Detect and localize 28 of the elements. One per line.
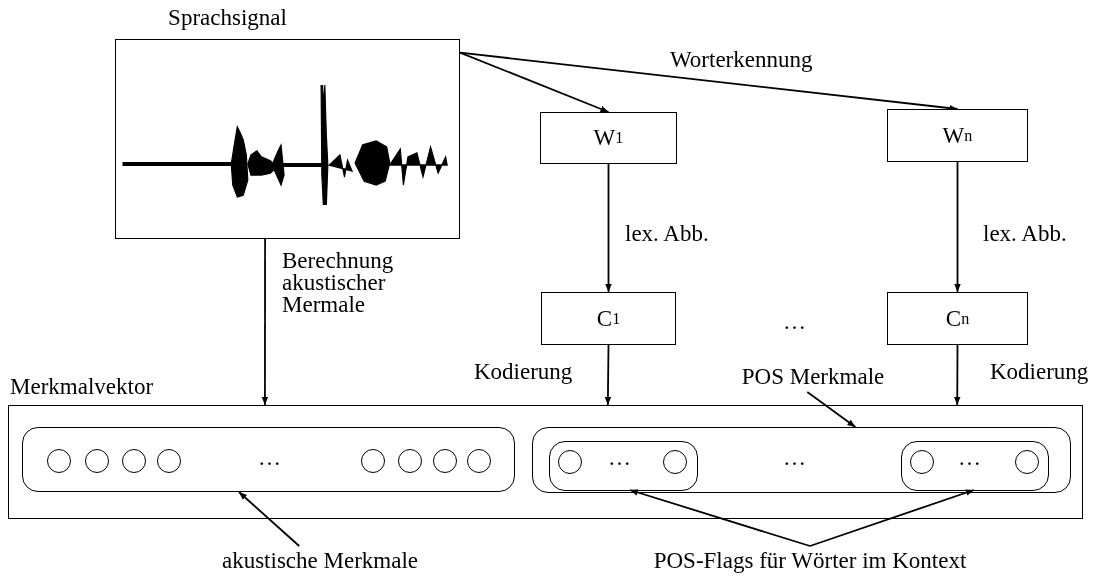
edge-label: Kodierung <box>990 360 1089 383</box>
arrow <box>954 344 961 406</box>
feature-group-box <box>22 427 515 492</box>
feature-group-box <box>901 441 1049 491</box>
edge-label: Kodierung <box>474 360 573 383</box>
edge-label: Berechnung akustischer Mermale <box>282 250 395 316</box>
leader-line <box>809 489 975 547</box>
arrow <box>261 238 269 406</box>
ellipsis-text: … <box>608 446 631 469</box>
arrow <box>459 51 610 113</box>
annotation-text: POS-Flags für Wörter im Kontext <box>652 549 968 572</box>
feature-group-box <box>532 427 1071 493</box>
annotation-text: POS Merkmale <box>740 365 886 388</box>
arrow <box>604 344 612 406</box>
ellipsis-text: … <box>783 446 806 469</box>
node-title: Merkmalvektor <box>10 375 154 398</box>
leader-line <box>806 391 857 428</box>
leader-line <box>238 491 301 547</box>
node-title: Sprachsignal <box>167 6 288 29</box>
arrow <box>605 163 612 293</box>
edge-label: Worterkennung <box>670 48 813 71</box>
leader-line <box>629 489 811 547</box>
ellipsis-text: … <box>783 310 806 333</box>
ellipsis-text: … <box>958 446 981 469</box>
feature-group-box <box>549 441 698 491</box>
arrow <box>954 161 961 293</box>
annotation-text: akustische Merkmale <box>220 549 420 572</box>
ellipsis-text: … <box>258 446 281 469</box>
